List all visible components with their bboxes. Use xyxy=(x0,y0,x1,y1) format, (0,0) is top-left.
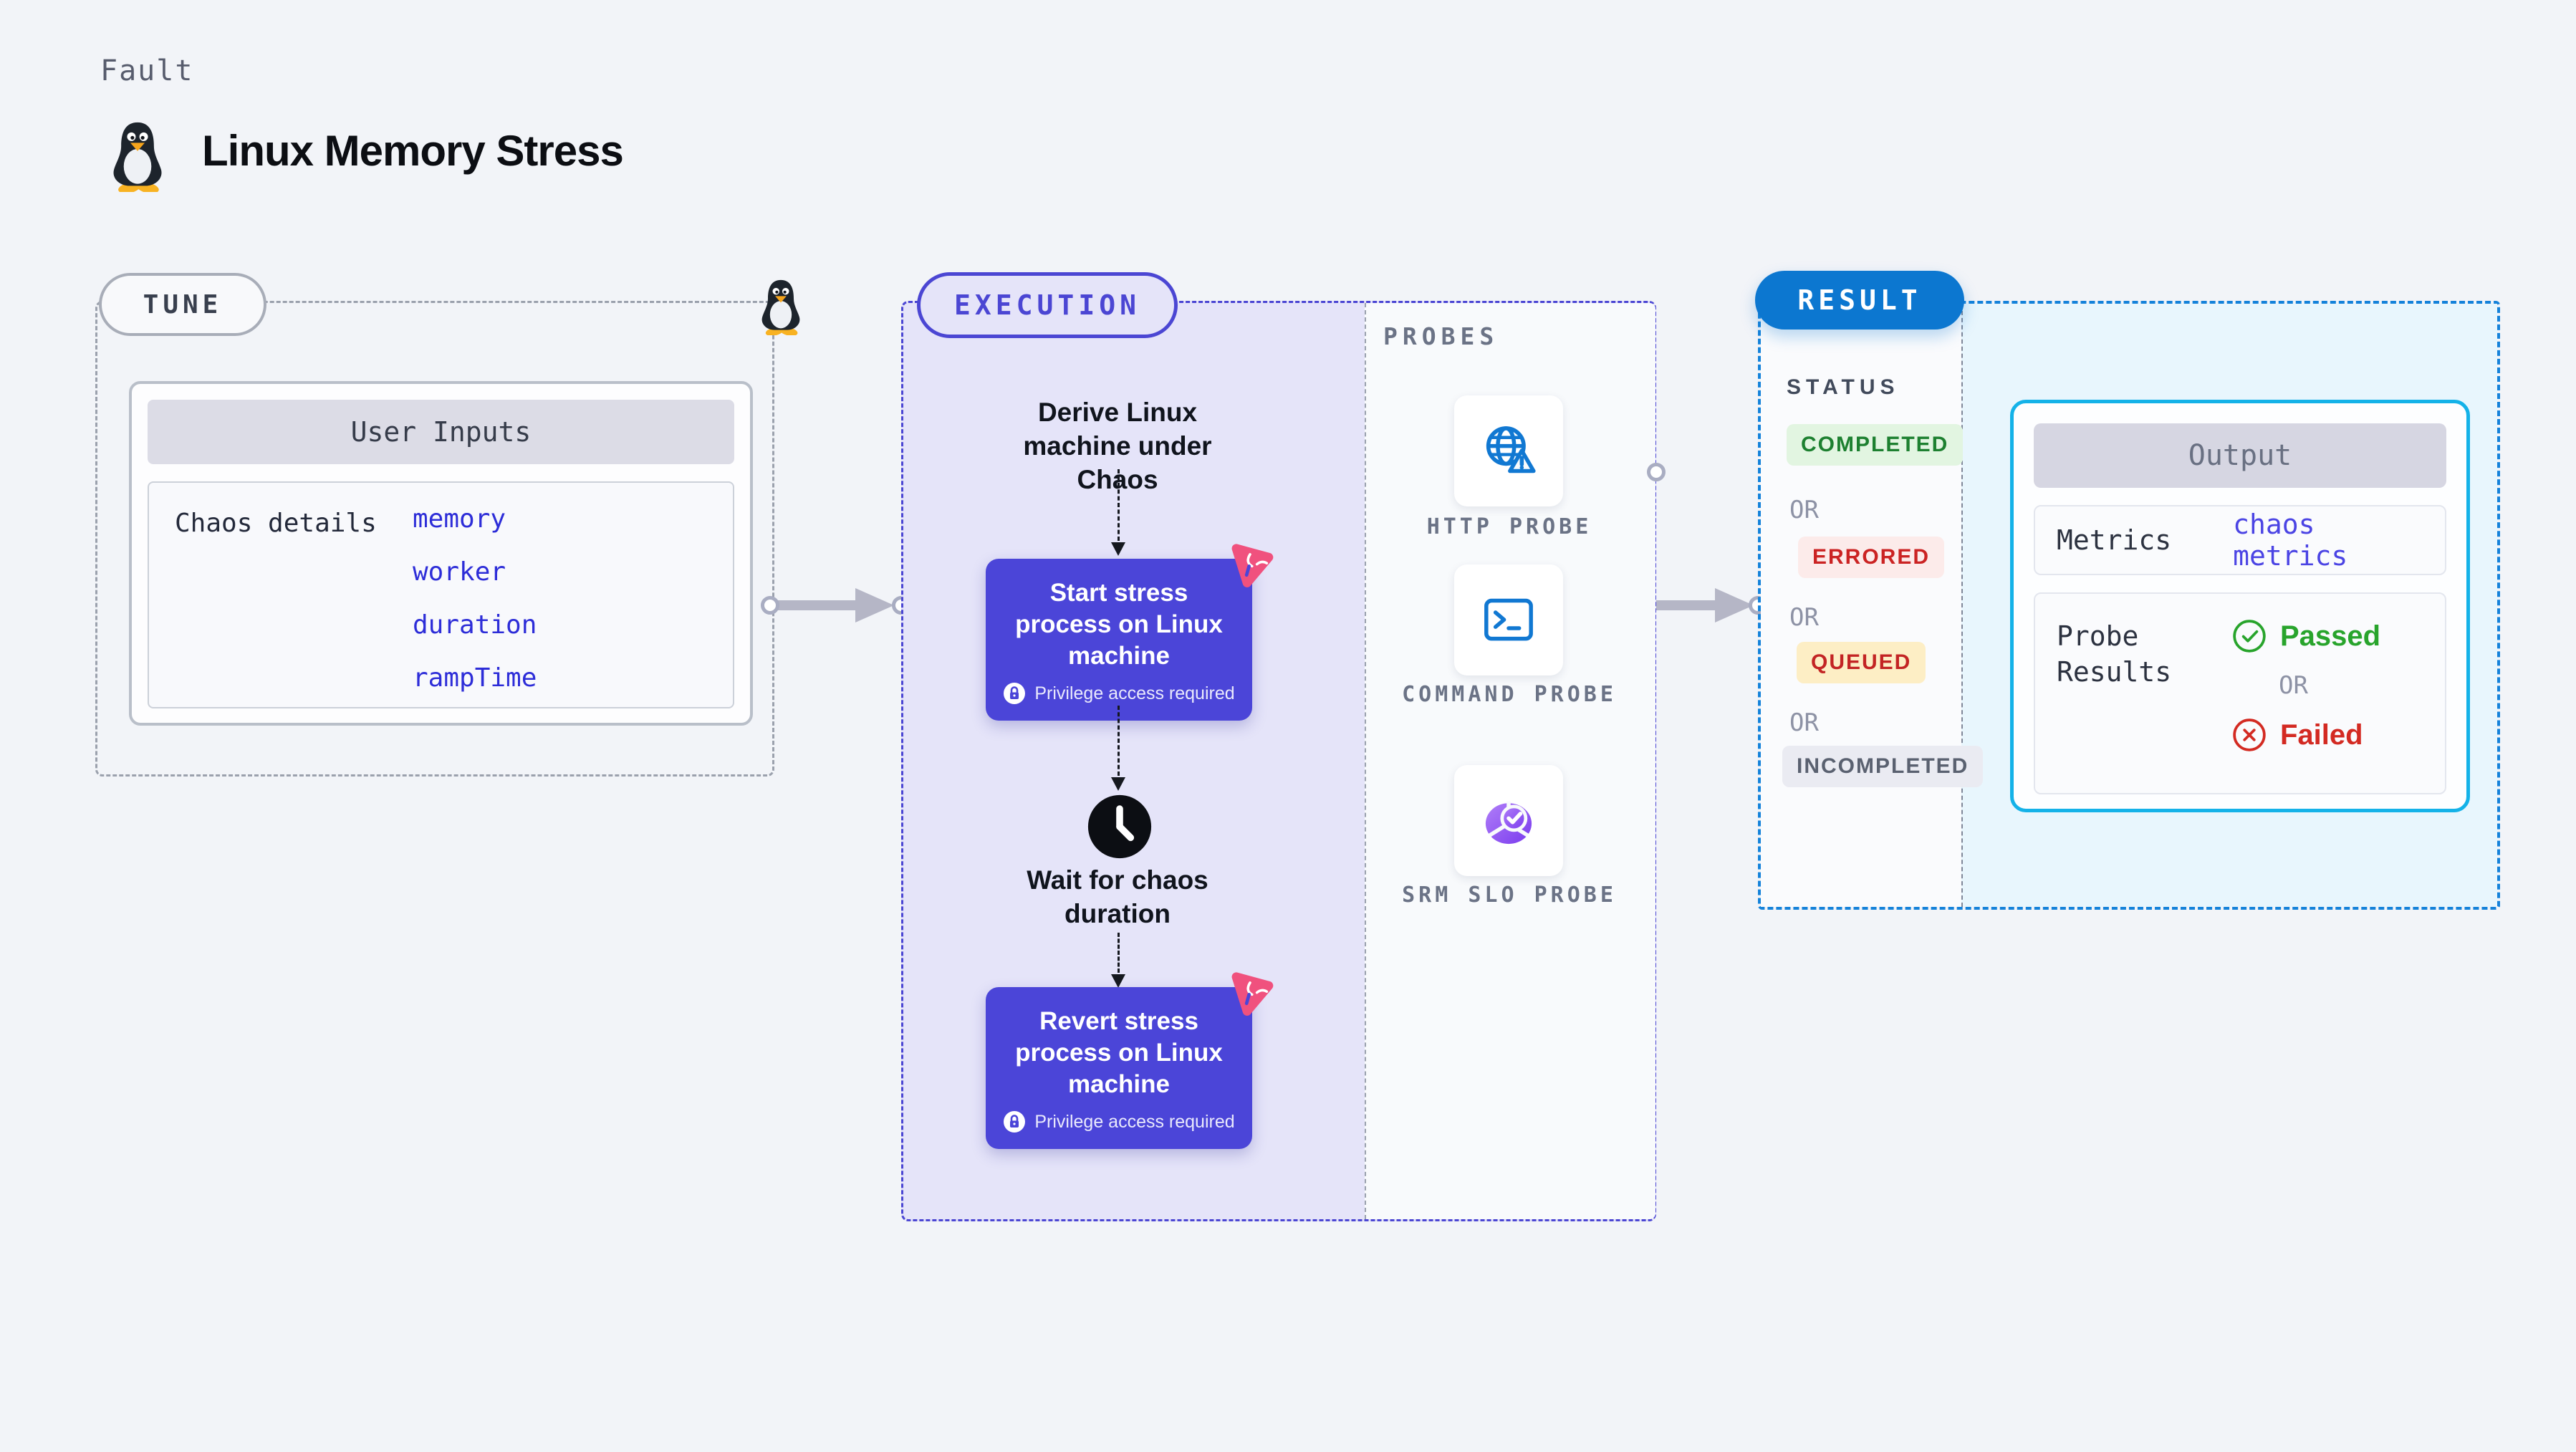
lock-icon xyxy=(1004,683,1026,704)
probe-results-values: Passed OR Failed xyxy=(2231,618,2380,769)
flow-arrow-line xyxy=(1118,933,1120,973)
flow-arrow-line xyxy=(1118,469,1120,541)
input-ramptime: rampTime xyxy=(413,663,537,693)
passed-check-icon xyxy=(2233,620,2266,653)
chaos-experiment-icon xyxy=(1231,972,1274,1016)
passed-line: Passed xyxy=(2231,618,2380,654)
wait-clock-icon xyxy=(1087,794,1152,859)
failed-line: Failed xyxy=(2231,717,2380,753)
or-label: OR xyxy=(1789,603,1819,632)
tune-port xyxy=(761,596,779,615)
status-badge-errored: ERRORED xyxy=(1798,537,1945,578)
slo-pie-icon xyxy=(1485,801,1532,844)
result-label: RESULT xyxy=(1755,271,1964,330)
status-title: STATUS xyxy=(1787,375,1900,399)
input-duration: duration xyxy=(413,610,537,640)
srm-slo-probe-label: SRM SLO PROBE xyxy=(1402,883,1617,908)
tune-section xyxy=(95,301,774,777)
tune-label: TUNE xyxy=(99,273,266,336)
metrics-label: Metrics xyxy=(2057,524,2172,556)
probe-results-row: Probe Results Passed OR Failed xyxy=(2034,592,2446,794)
or-label: OR xyxy=(1789,708,1819,737)
revert-stress-text: Revert stress process on Linux machine xyxy=(1015,1007,1223,1098)
linux-tux-icon-small xyxy=(761,279,800,335)
lock-icon xyxy=(1004,1111,1026,1133)
command-probe-label: COMMAND PROBE xyxy=(1402,682,1617,707)
linux-tux-icon xyxy=(113,122,162,192)
passed-label: Passed xyxy=(2280,620,2381,652)
output-title: Output xyxy=(2034,423,2446,488)
command-probe-card xyxy=(1454,564,1563,675)
privilege-note: Privilege access required xyxy=(1034,683,1235,703)
http-probe-label: HTTP PROBE xyxy=(1426,514,1592,539)
status-badge-incompleted: INCOMPLETED xyxy=(1782,746,1984,787)
chaos-details-label: Chaos details xyxy=(175,509,377,538)
tune-to-execution-arrow xyxy=(770,600,857,610)
user-inputs-title: User Inputs xyxy=(148,400,734,464)
execution-to-result-arrow xyxy=(1656,600,1718,610)
probe-results-label: Probe Results xyxy=(2057,620,2172,688)
input-worker: worker xyxy=(413,557,506,587)
output-card: Output Metrics chaos metrics Probe Resul… xyxy=(2010,400,2470,812)
user-inputs-card: User Inputs Chaos details memory worker … xyxy=(129,381,753,726)
privilege-note: Privilege access required xyxy=(1034,1111,1235,1132)
page-title: Linux Memory Stress xyxy=(202,127,624,175)
wait-step-text: Wait for chaos duration xyxy=(1027,865,1208,928)
failed-label: Failed xyxy=(2280,718,2363,751)
input-memory: memory xyxy=(413,504,506,534)
flow-arrowhead xyxy=(1111,777,1125,791)
srm-slo-probe-card xyxy=(1454,765,1563,876)
chaos-experiment-icon xyxy=(1231,544,1274,587)
revert-stress-step: Revert stress process on Linux machine P… xyxy=(986,987,1252,1149)
or-label: OR xyxy=(2279,671,2308,700)
failed-x-icon xyxy=(2233,718,2266,751)
probes-label: PROBES xyxy=(1383,322,1499,350)
status-badge-queued: QUEUED xyxy=(1797,642,1926,683)
derive-step-text: Derive Linux machine under Chaos xyxy=(1023,398,1212,494)
privilege-row: Privilege access required xyxy=(1003,1110,1235,1133)
fault-kicker: Fault xyxy=(100,54,194,87)
flow-arrowhead xyxy=(1111,542,1125,556)
status-badge-completed: COMPLETED xyxy=(1787,424,1964,466)
metrics-value: chaos metrics xyxy=(2233,509,2348,572)
execution-out-port xyxy=(1647,463,1666,481)
execution-to-result-arrowhead xyxy=(1715,588,1754,622)
http-probe-card xyxy=(1454,395,1563,506)
flow-arrowhead xyxy=(1111,974,1125,988)
metrics-row: Metrics chaos metrics xyxy=(2034,505,2446,575)
user-inputs-body: Chaos details memory worker duration ram… xyxy=(148,481,734,708)
chaos-details-values: memory worker duration rampTime xyxy=(413,504,537,693)
globe-alert-icon xyxy=(1486,425,1536,473)
or-label: OR xyxy=(1789,496,1819,524)
flow-arrow-line xyxy=(1118,706,1120,776)
terminal-icon xyxy=(1484,598,1533,640)
start-stress-text: Start stress process on Linux machine xyxy=(1015,579,1223,670)
privilege-row: Privilege access required xyxy=(1003,682,1235,705)
status-column xyxy=(1761,304,1961,907)
execution-label: EXECUTION xyxy=(917,272,1178,338)
tune-to-execution-arrowhead xyxy=(855,588,894,622)
start-stress-step: Start stress process on Linux machine Pr… xyxy=(986,559,1252,721)
